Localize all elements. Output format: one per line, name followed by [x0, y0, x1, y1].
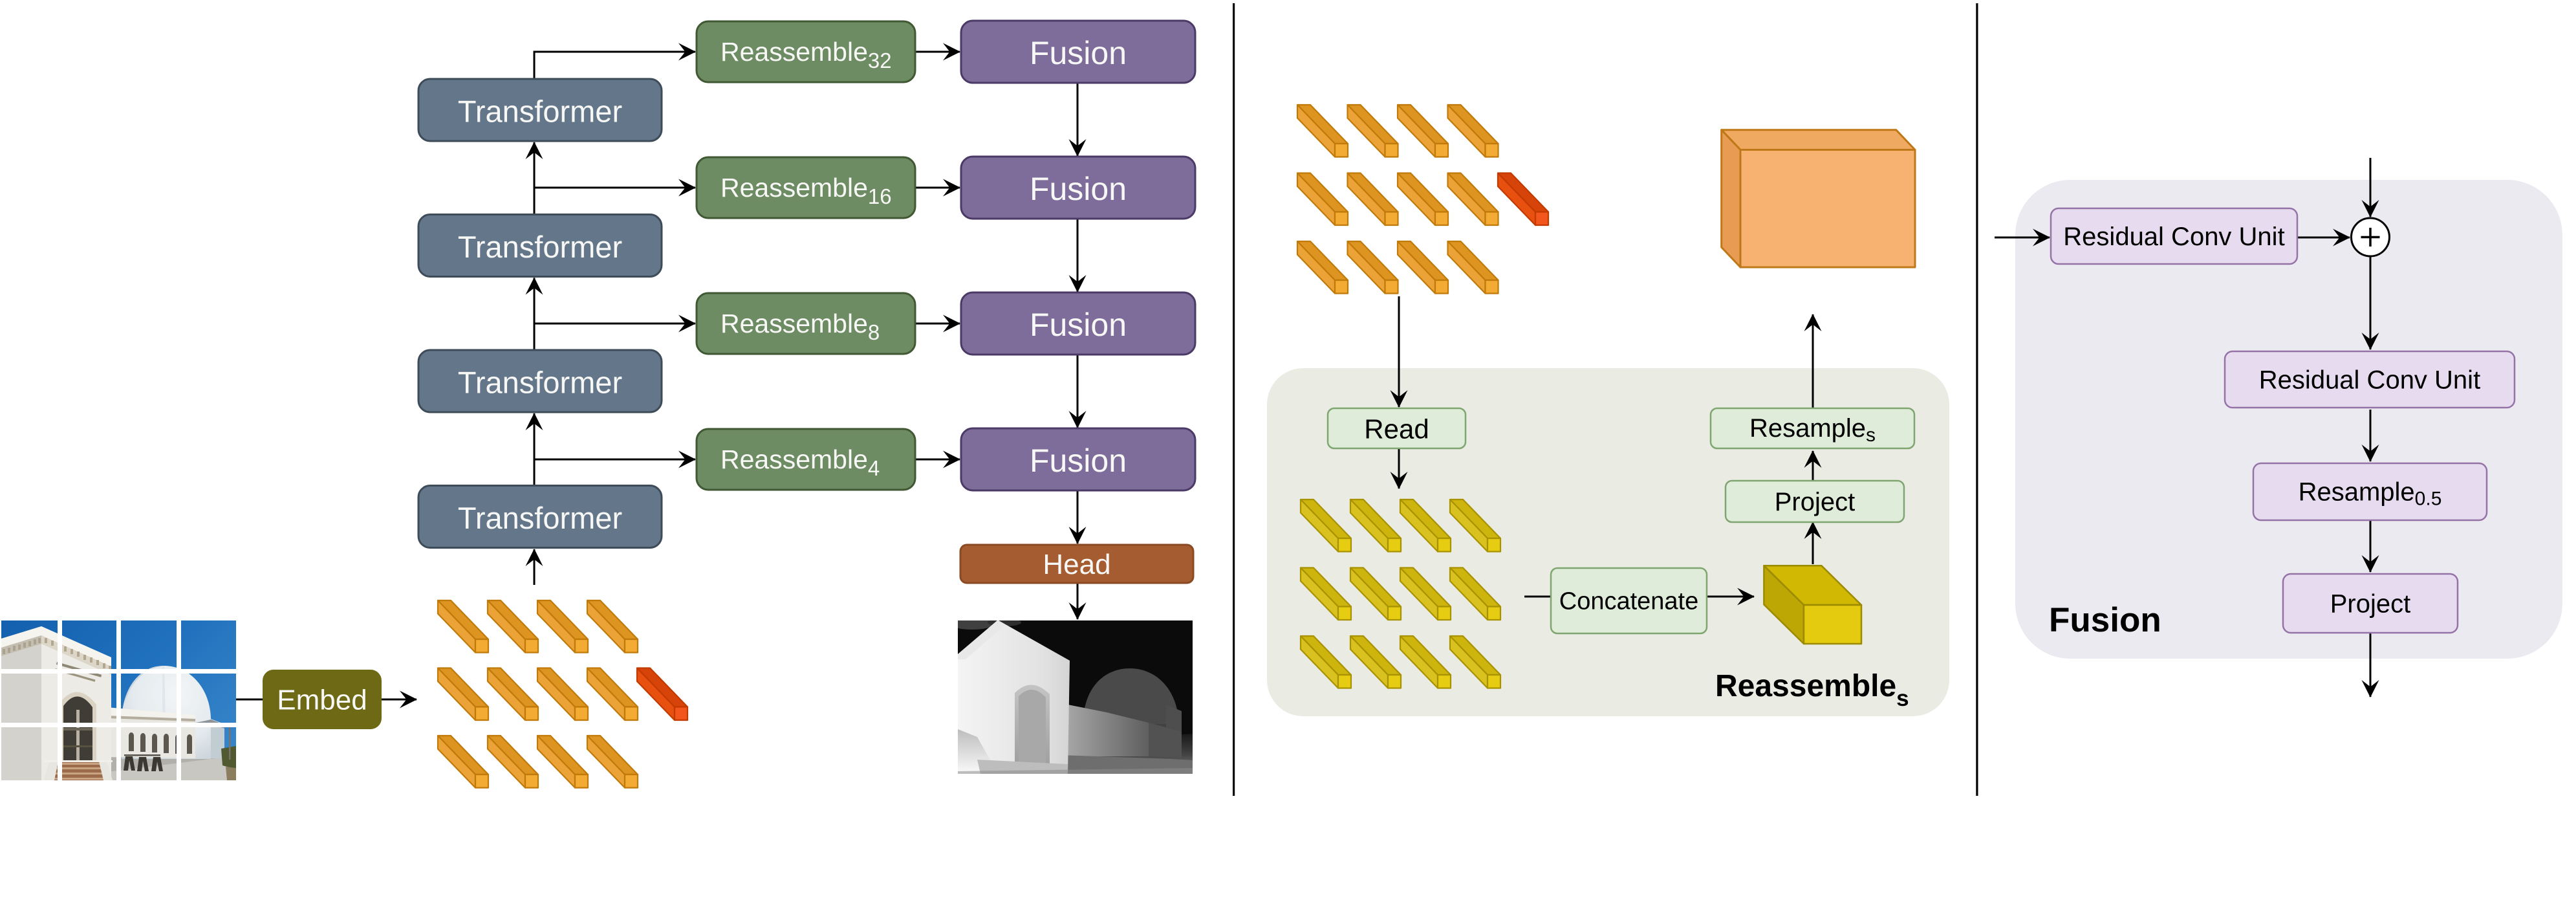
- svg-text:Reassemble4: Reassemble4: [720, 445, 880, 480]
- svg-text:Reassemble32: Reassemble32: [720, 37, 892, 72]
- svg-text:Reassemble8: Reassemble8: [720, 309, 880, 344]
- svg-text:Fusion: Fusion: [1030, 443, 1127, 479]
- svg-text:Residual Conv Unit: Residual Conv Unit: [2259, 366, 2480, 395]
- svg-text:Resamples: Resamples: [1749, 414, 1876, 446]
- svg-text:Transformer: Transformer: [458, 230, 622, 264]
- svg-text:Project: Project: [2330, 590, 2411, 619]
- svg-text:Fusion: Fusion: [1030, 35, 1127, 71]
- svg-text:Head: Head: [1043, 549, 1110, 580]
- svg-text:Fusion: Fusion: [1030, 171, 1127, 207]
- svg-text:Transformer: Transformer: [458, 501, 622, 535]
- svg-text:Project: Project: [1775, 488, 1856, 516]
- svg-text:Fusion: Fusion: [2049, 601, 2161, 639]
- svg-text:Residual Conv Unit: Residual Conv Unit: [2063, 223, 2284, 251]
- svg-text:Concatenate: Concatenate: [1559, 588, 1699, 615]
- svg-text:Reassemble16: Reassemble16: [720, 173, 892, 208]
- svg-text:Read: Read: [1364, 414, 1429, 445]
- svg-text:Embed: Embed: [277, 685, 367, 716]
- svg-text:Transformer: Transformer: [458, 94, 622, 129]
- svg-text:Transformer: Transformer: [458, 366, 622, 400]
- svg-text:Fusion: Fusion: [1030, 307, 1127, 343]
